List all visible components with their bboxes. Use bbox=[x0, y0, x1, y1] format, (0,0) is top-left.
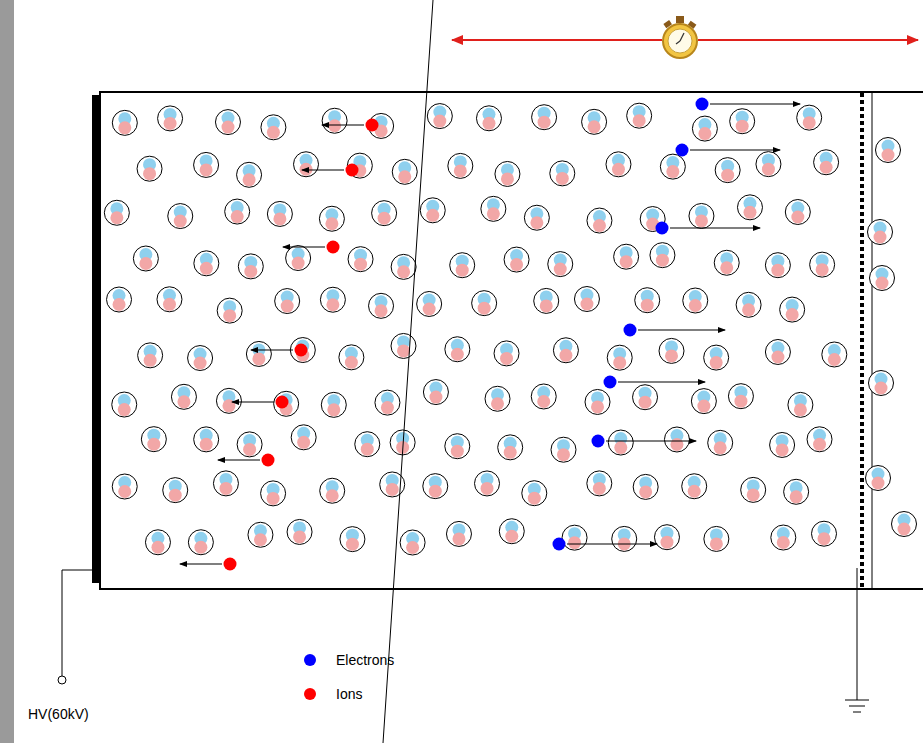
hv-terminal bbox=[58, 676, 66, 684]
chamber-outline bbox=[100, 92, 923, 589]
grid-electrode bbox=[860, 93, 864, 588]
legend-text: Electrons bbox=[336, 652, 394, 668]
ground-symbol bbox=[845, 568, 869, 712]
collector-line bbox=[872, 93, 873, 588]
electrons bbox=[553, 98, 801, 551]
hv-wire bbox=[62, 570, 92, 676]
ions bbox=[180, 119, 379, 571]
gas-molecules bbox=[104, 103, 916, 555]
side-bar bbox=[0, 0, 14, 743]
voltage-label: HV(60kV) bbox=[28, 706, 89, 722]
legend-swatch bbox=[304, 654, 316, 666]
ionization-front bbox=[383, 0, 433, 743]
time-arrow bbox=[452, 39, 662, 41]
legend-swatch bbox=[304, 688, 316, 700]
time-arrow bbox=[698, 39, 918, 41]
legend-text: Ions bbox=[336, 686, 362, 702]
stopwatch-icon bbox=[663, 16, 697, 58]
hv-electrode bbox=[92, 95, 100, 583]
